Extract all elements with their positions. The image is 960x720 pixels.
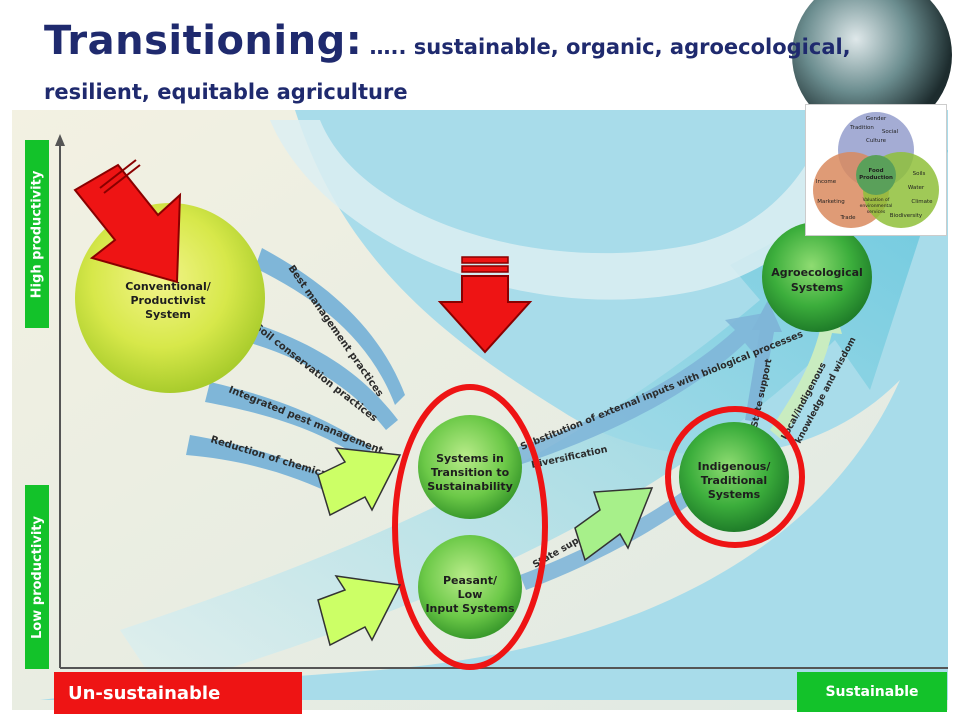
flow-arrow-soil [232,318,398,430]
lime-arrow-right [574,487,654,562]
flow-arrow-substitution [510,312,770,466]
node-label-agroecological-1: Agroecological [771,266,863,279]
node-label-transition-1: Systems in [436,452,504,465]
lime-arrow-lower [317,575,402,647]
red-arrow-left [73,159,182,284]
venn-label-tradition: Tradition [849,125,874,131]
venn-label-trade: Trade [839,215,856,221]
low-productivity-label: Low productivity [25,485,49,669]
node-label-transition-2: Transition to [431,466,510,479]
page-title: Transitioning: ….. sustainable, organic,… [44,18,851,64]
flow-arrow-ipm [205,382,372,460]
node-label-peasant-2: Low [458,588,483,601]
venn-label-culture: Culture [866,138,887,144]
venn-diagram: Food Production Gender Tradition Social … [813,112,939,228]
venn-label-marketing: Marketing [817,199,844,205]
node-label-indigenous-1: Indigenous/ [698,460,772,473]
flow-arrow-best [255,248,405,405]
high-productivity-label: High productivity [25,140,49,328]
sustainable-label: Sustainable [797,672,947,712]
venn-label-income: Income [816,179,837,185]
venn-label-valuation-3: services [867,209,886,215]
red-arrow-middle [437,256,533,354]
venn-inset: Food Production Gender Tradition Social … [805,104,947,236]
venn-label-valuation-2: environmental [860,203,893,209]
node-label-conventional-2: Productivist [130,294,205,307]
node-transition [418,415,522,519]
big-sweep-arrow [120,150,948,690]
flow-arrow-chem [186,435,345,497]
lime-arrow-upper [317,447,402,517]
flow-arrow-knowledge [770,300,842,440]
venn-label-soils: Soils [913,171,926,177]
venn-label-climate: Climate [911,199,933,205]
node-label-conventional-1: Conventional/ [125,280,212,293]
inner-arc [270,110,880,300]
y-axis-arrowhead [55,134,65,146]
node-label-indigenous-2: Traditional [701,474,767,487]
title-rest: ….. sustainable, organic, agroecological… [362,35,851,59]
title-main: Transitioning: [44,18,363,64]
venn-label-gender: Gender [866,116,887,122]
node-label-peasant-3: Input Systems [425,602,515,615]
node-label-indigenous-3: Systems [708,488,761,501]
node-label-transition-3: Sustainability [427,480,513,493]
page-title-line2: resilient, equitable agriculture [44,80,408,104]
venn-label-valuation-1: Valuation of [863,197,890,203]
node-agroecological [762,222,872,332]
node-label-conventional-3: System [145,308,191,321]
venn-label-social: Social [882,129,899,135]
highlight-circle-indigenous [665,406,805,548]
venn-label-water: Water [908,185,925,191]
venn-center-1: Food [868,168,883,174]
unsustainable-label: Un-sustainable [54,672,302,714]
venn-label-biodiversity: Biodiversity [890,213,923,219]
flow-arrow-state [520,455,740,590]
node-label-peasant-1: Peasant/ [443,574,498,587]
highlight-ellipse-middle [392,384,548,670]
flow-arrow-support [745,300,782,422]
node-indigenous [679,422,789,532]
venn-center-2: Production [859,175,893,181]
globe-image [792,0,952,135]
node-peasant [418,535,522,639]
node-label-agroecological-2: Systems [791,281,844,294]
